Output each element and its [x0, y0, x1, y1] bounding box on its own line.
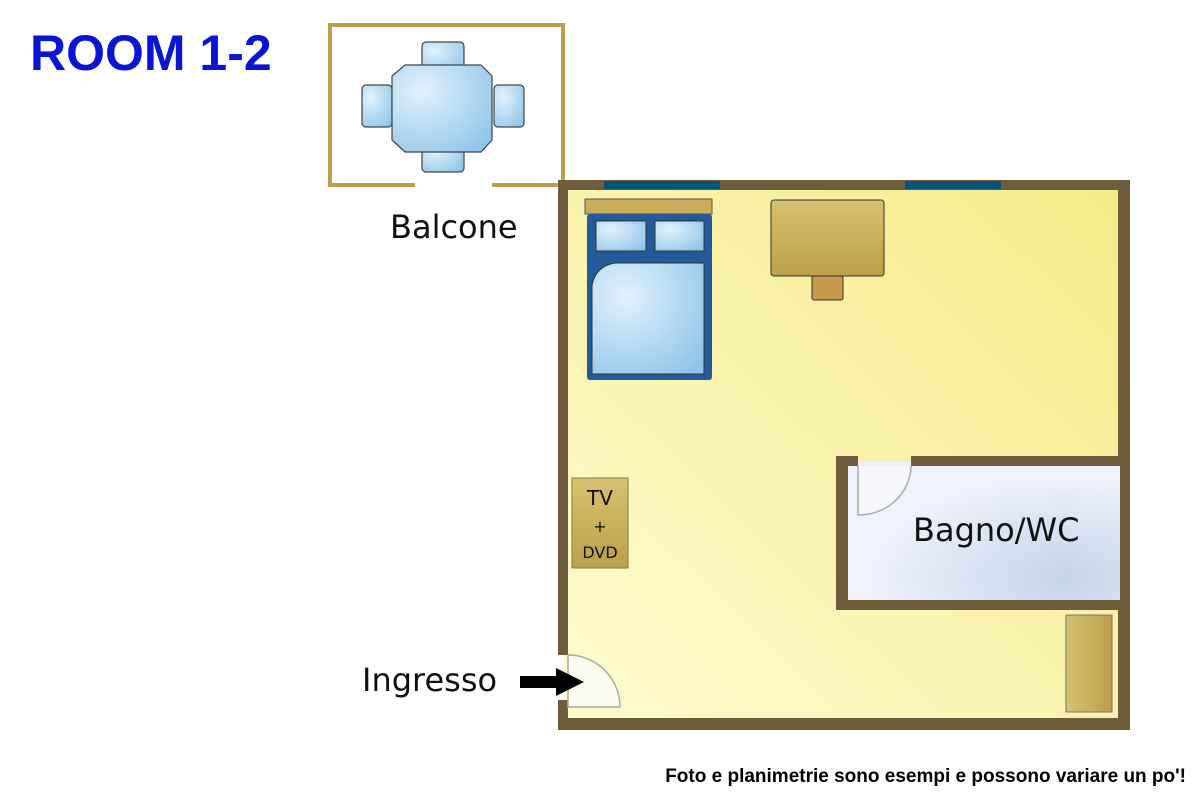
dvd-label: DVD	[582, 543, 617, 562]
balcony-label: Balcone	[390, 208, 518, 246]
tv-label: TV	[586, 486, 613, 510]
bathroom-label: Bagno/WC	[913, 511, 1080, 549]
window	[905, 181, 1001, 189]
entrance-label: Ingresso	[362, 661, 497, 699]
walls	[558, 180, 1130, 730]
wardrobe-icon	[1065, 614, 1113, 713]
tv-plus-label: +	[593, 517, 606, 536]
arrow-right-icon	[520, 668, 584, 696]
window	[604, 181, 720, 189]
room-title: ROOM 1-2	[30, 25, 272, 81]
bathroom-door-icon	[857, 465, 912, 516]
desk-icon	[770, 199, 885, 301]
bathroom: Bagno/WC	[836, 456, 1120, 610]
balcony: Balcone	[328, 23, 565, 246]
balcony-table-icon	[361, 41, 525, 173]
bed-icon	[584, 198, 713, 380]
tv-dvd-unit: TV + DVD	[571, 477, 629, 569]
entrance-door-icon	[567, 654, 621, 708]
disclaimer-footer: Foto e planimetrie sono esempi e possono…	[665, 766, 1186, 787]
